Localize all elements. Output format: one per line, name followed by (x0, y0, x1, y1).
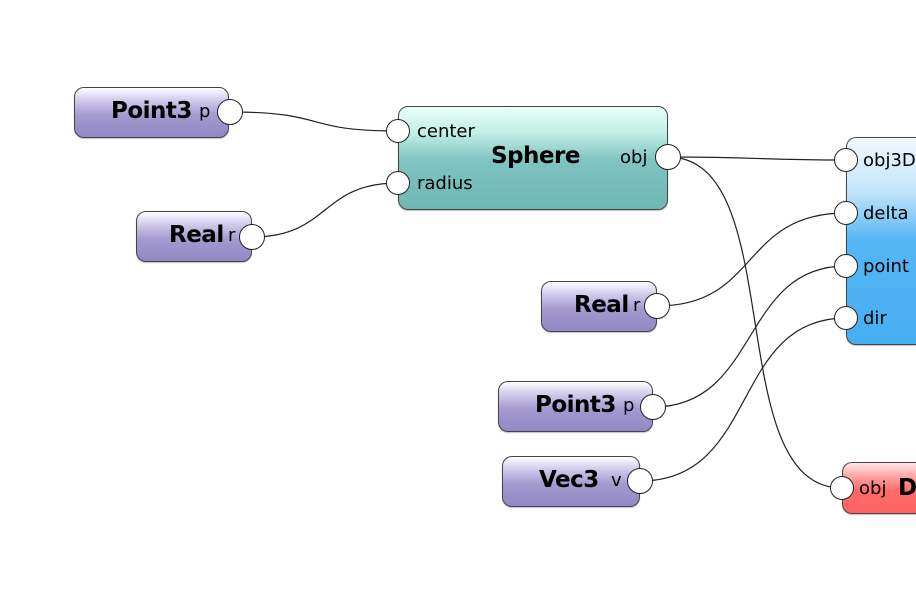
real-title: Real (169, 222, 224, 248)
point3-2-output-port[interactable] (640, 394, 666, 420)
real-node[interactable]: Real r (136, 211, 252, 262)
real-2-output-label: r (633, 295, 641, 316)
transform-point-port[interactable] (834, 254, 858, 278)
transform-obj3d-label: obj3D (863, 150, 916, 171)
wire-sphere-obj-to-obj3d[interactable] (667, 156, 847, 161)
point3-2-title: Point3 (535, 392, 616, 418)
transform-point-label: point (863, 256, 909, 277)
transform-dir-label: dir (863, 308, 887, 329)
sphere-node[interactable]: center radius Sphere obj (398, 106, 668, 210)
point3-output-port[interactable] (217, 99, 243, 125)
display-node[interactable]: obj D (842, 462, 916, 514)
real-output-label: r (228, 225, 236, 246)
transform-delta-label: delta (863, 203, 909, 224)
real-output-port[interactable] (239, 224, 265, 250)
sphere-radius-label: radius (417, 173, 473, 194)
sphere-center-port[interactable] (386, 119, 410, 143)
transform-obj3d-port[interactable] (834, 148, 858, 172)
sphere-obj-label: obj (620, 147, 648, 168)
display-obj-port[interactable] (830, 476, 854, 500)
real-2-title: Real (574, 292, 629, 318)
display-title: D (898, 475, 916, 501)
point3-output-label: p (199, 101, 211, 122)
wire-point3-to-center[interactable] (229, 111, 399, 132)
transform-node[interactable]: obj3D delta point dir (846, 137, 916, 345)
sphere-title: Sphere (491, 143, 580, 169)
wire-real-to-delta[interactable] (656, 212, 847, 307)
wire-point3-to-point[interactable] (652, 265, 847, 408)
real-node-2[interactable]: Real r (541, 281, 657, 332)
wire-real-to-radius[interactable] (251, 182, 399, 238)
wire-sphere-obj-to-red-obj[interactable] (667, 156, 843, 489)
point3-title: Point3 (111, 98, 192, 124)
point3-node[interactable]: Point3 p (74, 87, 229, 138)
sphere-radius-port[interactable] (386, 171, 410, 195)
wire-vec3-to-dir[interactable] (639, 317, 847, 482)
vec3-node[interactable]: Vec3 v (502, 456, 640, 507)
point3-2-output-label: p (623, 395, 635, 416)
vec3-output-port[interactable] (627, 468, 653, 494)
sphere-center-label: center (417, 121, 475, 142)
transform-dir-port[interactable] (834, 306, 858, 330)
sphere-obj-port[interactable] (655, 144, 681, 170)
vec3-output-label: v (611, 470, 622, 491)
real-2-output-port[interactable] (644, 293, 670, 319)
transform-delta-port[interactable] (834, 201, 858, 225)
vec3-title: Vec3 (539, 467, 599, 493)
display-obj-label: obj (859, 478, 887, 499)
point3-node-2[interactable]: Point3 p (498, 381, 653, 432)
